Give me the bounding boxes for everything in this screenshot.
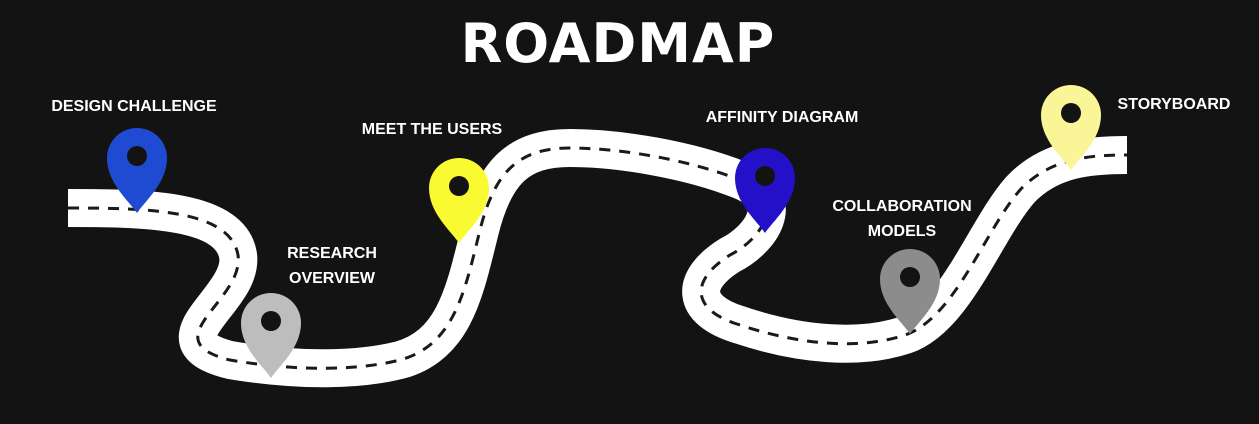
map-pin-icon-meet-the-users: [429, 158, 489, 243]
map-pin-icon-storyboard: [1041, 85, 1101, 170]
map-pin-icon-research-overview: [241, 293, 301, 378]
milestone-label-collaboration-models: COLLABORATION MODELS: [832, 198, 972, 240]
road: [67, 129, 1128, 388]
map-pin-icon-affinity-diagram: [735, 148, 795, 233]
map-pin-icon-collaboration-models: [880, 249, 940, 334]
milestone-label-design-challenge: DESIGN CHALLENGE: [51, 98, 217, 115]
milestone-label-affinity-diagram: AFFINITY DIAGRAM: [705, 109, 859, 126]
road-center-line: [67, 146, 1128, 370]
page-title: ROADMAP: [460, 12, 776, 75]
milestone-label-meet-the-users: MEET THE USERS: [361, 121, 503, 138]
milestone-label-storyboard: STORYBOARD: [1117, 96, 1231, 113]
milestone-label-research-overview: RESEARCH OVERVIEW: [287, 245, 377, 287]
map-pin-icon-design-challenge: [107, 128, 167, 213]
